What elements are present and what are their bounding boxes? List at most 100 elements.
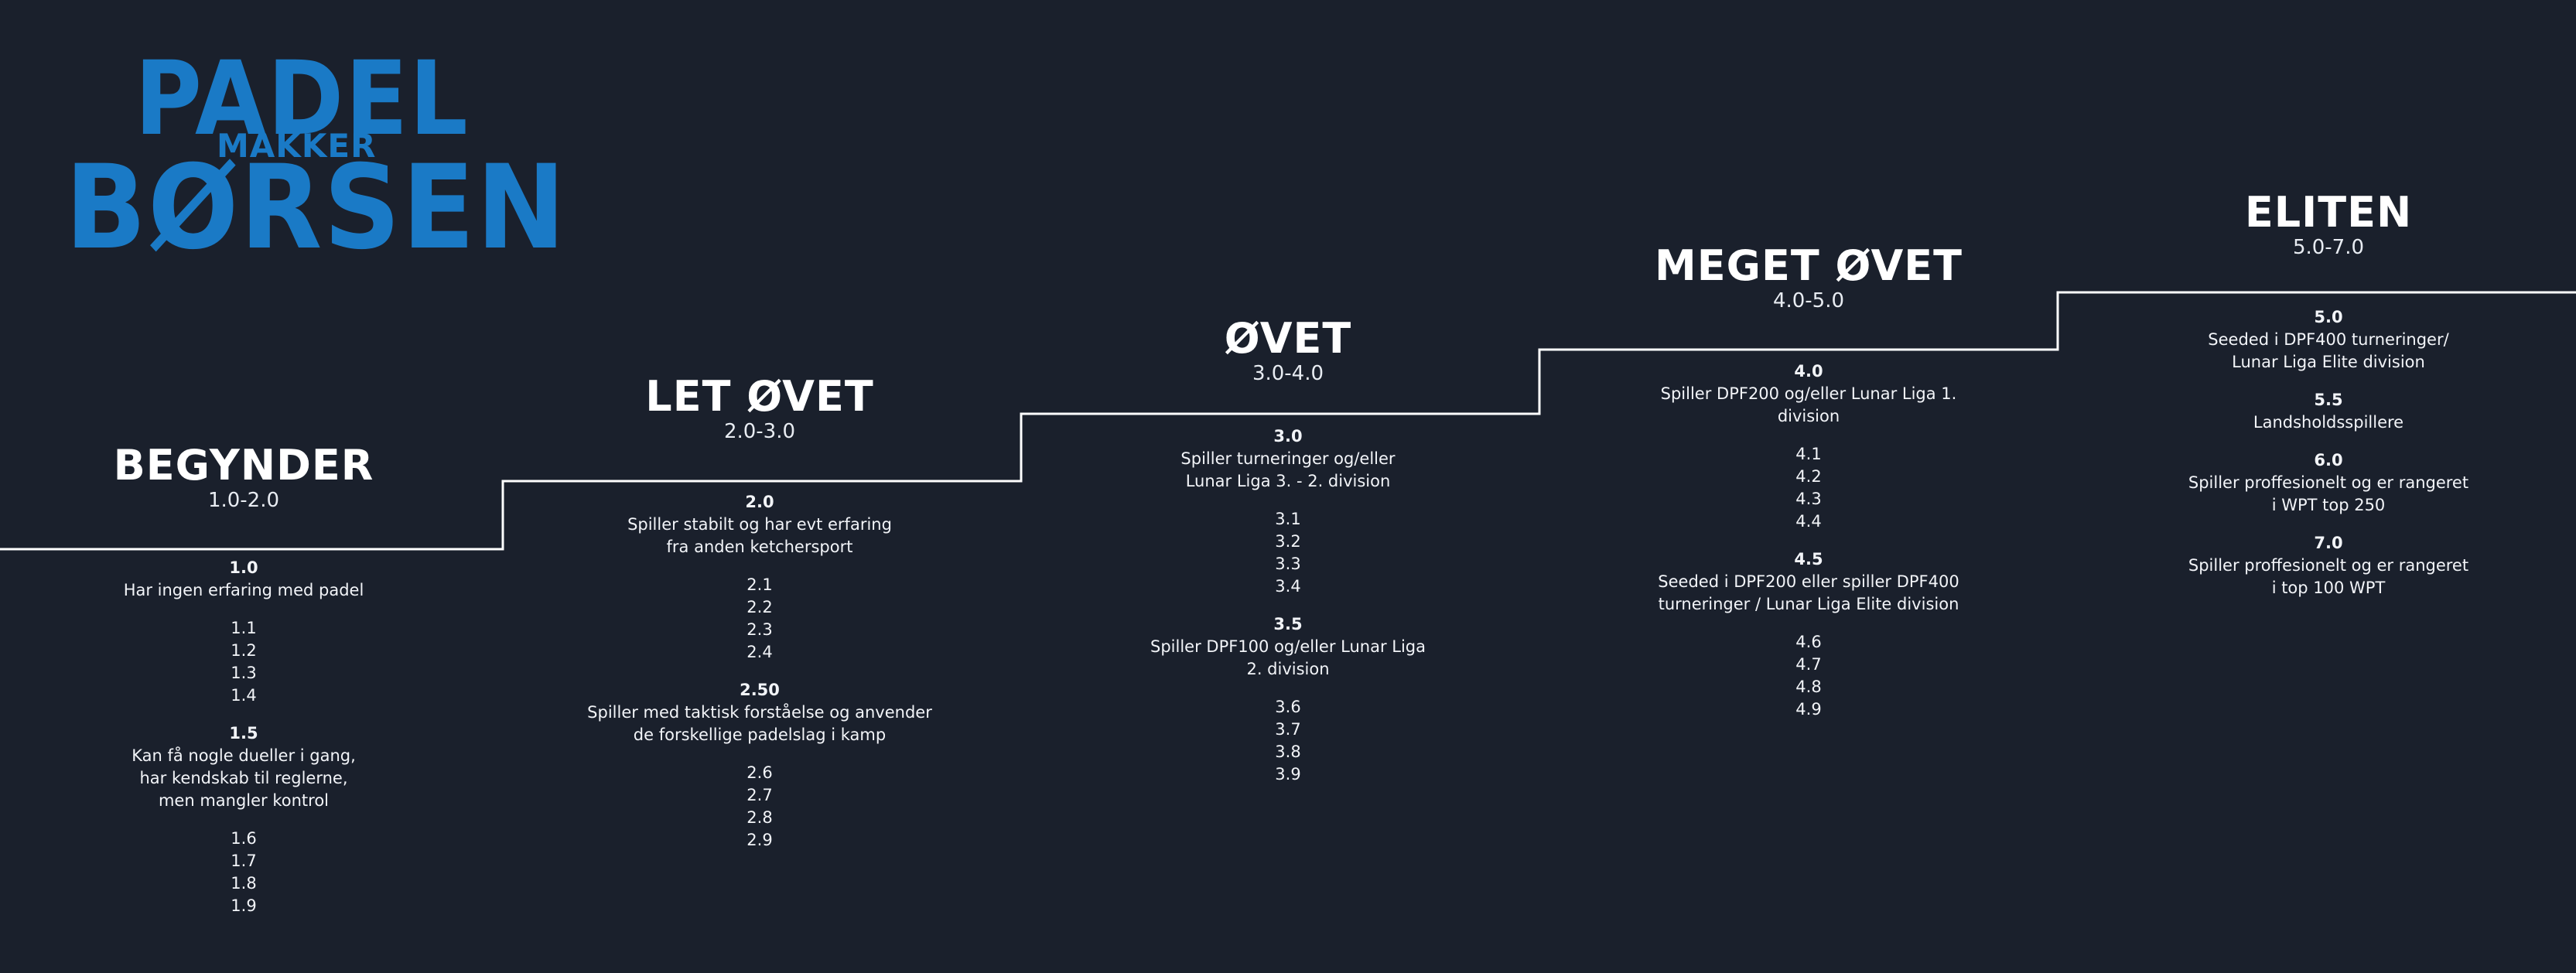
rating-sub: 4.6: [1795, 633, 1822, 651]
rating-sub: 1.7: [231, 852, 257, 870]
rating-description: Spiller turneringer og/eller Lunar Liga …: [1180, 449, 1396, 490]
logo-borsen-text: BØRSEN: [65, 141, 567, 275]
rating-description: Spiller DPF200 og/eller Lunar Liga 1. di…: [1660, 384, 1957, 425]
rating-sub: 3.1: [1275, 510, 1301, 528]
level-range: 1.0-2.0: [207, 489, 280, 512]
level-range: 3.0-4.0: [1252, 362, 1324, 385]
rating-sub: 1.2: [231, 641, 257, 660]
level-heading-ovet: ØVET 3.0-4.0: [1071, 314, 1505, 386]
rating-sub: 1.1: [231, 619, 257, 637]
level-details-eliten: 5.0 Seeded i DPF400 turneringer/ Lunar L…: [2112, 306, 2545, 615]
rating-sub: 4.8: [1795, 678, 1822, 696]
rating-sublist: 4.1 4.2 4.3 4.4: [1592, 443, 2025, 533]
rating-group: 3.0 Spiller turneringer og/eller Lunar L…: [1071, 425, 1505, 493]
level-title: BEGYNDER: [113, 441, 374, 490]
rating-sublist: 2.1 2.2 2.3 2.4: [543, 574, 976, 664]
rating-number: 4.5: [1794, 550, 1823, 568]
rating-sublist: 3.1 3.2 3.3 3.4: [1071, 508, 1505, 598]
rating-number: 7.0: [2314, 534, 2343, 552]
rating-number: 1.0: [229, 558, 258, 577]
rating-description: Kan få nogle dueller i gang, har kendska…: [132, 746, 356, 810]
rating-group: 5.0 Seeded i DPF400 turneringer/ Lunar L…: [2112, 306, 2545, 374]
rating-description: Spiller proffesionelt og er rangeret i W…: [2188, 473, 2469, 514]
rating-number: 1.5: [229, 724, 258, 743]
rating-sublist: 4.6 4.7 4.8 4.9: [1592, 631, 2025, 721]
rating-sub: 4.3: [1795, 490, 1822, 508]
rating-group: 1.5 Kan få nogle dueller i gang, har ken…: [27, 722, 460, 812]
level-range: 4.0-5.0: [1772, 289, 1845, 312]
level-details-begynder: 1.0 Har ingen erfaring med padel 1.1 1.2…: [27, 557, 460, 933]
rating-sub: 2.4: [746, 643, 773, 661]
rating-group: 2.50 Spiller med taktisk forståelse og a…: [543, 679, 976, 746]
rating-number: 3.5: [1273, 615, 1303, 633]
rating-sublist: 3.6 3.7 3.8 3.9: [1071, 696, 1505, 786]
rating-sub: 1.8: [231, 874, 257, 893]
rating-description: Spiller med taktisk forståelse og anvend…: [587, 703, 932, 744]
level-title: ØVET: [1224, 314, 1352, 363]
rating-number: 5.0: [2314, 308, 2343, 326]
level-details-ovet: 3.0 Spiller turneringer og/eller Lunar L…: [1071, 425, 1505, 801]
rating-group: 2.0 Spiller stabilt og har evt erfaring …: [543, 491, 976, 558]
rating-sublist: 1.1 1.2 1.3 1.4: [27, 617, 460, 707]
rating-group: 4.0 Spiller DPF200 og/eller Lunar Liga 1…: [1592, 360, 2025, 428]
level-range: 2.0-3.0: [723, 420, 796, 443]
level-title: ELITEN: [2244, 188, 2413, 237]
rating-sub: 2.1: [746, 575, 773, 594]
rating-description: Landsholdsspillere: [2253, 413, 2404, 432]
rating-sub: 1.4: [231, 686, 257, 705]
level-range: 5.0-7.0: [2292, 236, 2365, 259]
rating-sub: 2.2: [746, 598, 773, 616]
rating-sub: 1.3: [231, 664, 257, 682]
rating-sub: 2.8: [746, 808, 773, 827]
rating-group: 3.5 Spiller DPF100 og/eller Lunar Liga 2…: [1071, 613, 1505, 681]
rating-sublist: 1.6 1.7 1.8 1.9: [27, 828, 460, 917]
rating-sub: 4.2: [1795, 467, 1822, 486]
rating-description: Spiller DPF100 og/eller Lunar Liga 2. di…: [1150, 637, 1426, 678]
level-heading-let-ovet: LET ØVET 2.0-3.0: [543, 372, 976, 444]
rating-sub: 4.7: [1795, 655, 1822, 674]
rating-group: 7.0 Spiller proffesionelt og er rangeret…: [2112, 532, 2545, 599]
padel-makker-borsen-logo: PADEL MAKKER BØRSEN: [65, 39, 565, 266]
rating-description: Har ingen erfaring med padel: [123, 581, 364, 599]
rating-sub: 1.9: [231, 896, 257, 915]
rating-sublist: 2.6 2.7 2.8 2.9: [543, 762, 976, 852]
rating-number: 3.0: [1273, 427, 1303, 446]
rating-sub: 3.6: [1275, 698, 1301, 716]
rating-sub: 3.4: [1275, 577, 1301, 596]
rating-number: 4.0: [1794, 362, 1823, 381]
level-details-meget-ovet: 4.0 Spiller DPF200 og/eller Lunar Liga 1…: [1592, 360, 2025, 736]
rating-group: 5.5 Landsholdsspillere: [2112, 389, 2545, 434]
logo-makker-text: MAKKER: [217, 127, 377, 165]
level-details-let-ovet: 2.0 Spiller stabilt og har evt erfaring …: [543, 491, 976, 867]
rating-description: Spiller stabilt og har evt erfaring fra …: [627, 515, 892, 556]
rating-sub: 2.9: [746, 831, 773, 849]
level-heading-eliten: ELITEN 5.0-7.0: [2112, 188, 2545, 260]
rating-sub: 4.1: [1795, 445, 1822, 463]
level-title: MEGET ØVET: [1655, 241, 1963, 290]
rating-group: 1.0 Har ingen erfaring med padel: [27, 557, 460, 602]
rating-sub: 4.4: [1795, 512, 1822, 531]
rating-sub: 2.3: [746, 620, 773, 639]
logo-padel-text: PADEL: [135, 39, 470, 159]
rating-sub: 3.2: [1275, 532, 1301, 551]
level-heading-begynder: BEGYNDER 1.0-2.0: [27, 441, 460, 513]
rating-number: 2.0: [745, 493, 774, 511]
rating-description: Spiller proffesionelt og er rangeret i t…: [2188, 556, 2469, 597]
level-title: LET ØVET: [645, 372, 874, 421]
rating-description: Seeded i DPF400 turneringer/ Lunar Liga …: [2208, 330, 2449, 371]
rating-sub: 1.6: [231, 829, 257, 848]
rating-number: 6.0: [2314, 451, 2343, 469]
rating-sub: 3.9: [1275, 765, 1301, 784]
rating-group: 4.5 Seeded i DPF200 eller spiller DPF400…: [1592, 548, 2025, 616]
rating-sub: 4.9: [1795, 700, 1822, 719]
rating-number: 2.50: [740, 681, 780, 699]
rating-sub: 3.8: [1275, 743, 1301, 761]
rating-sub: 2.6: [746, 763, 773, 782]
level-heading-meget-ovet: MEGET ØVET 4.0-5.0: [1592, 241, 2025, 313]
rating-sub: 3.7: [1275, 720, 1301, 739]
rating-group: 6.0 Spiller proffesionelt og er rangeret…: [2112, 449, 2545, 517]
rating-sub: 3.3: [1275, 555, 1301, 573]
rating-number: 5.5: [2314, 391, 2343, 409]
rating-description: Seeded i DPF200 eller spiller DPF400 tur…: [1658, 572, 1959, 613]
